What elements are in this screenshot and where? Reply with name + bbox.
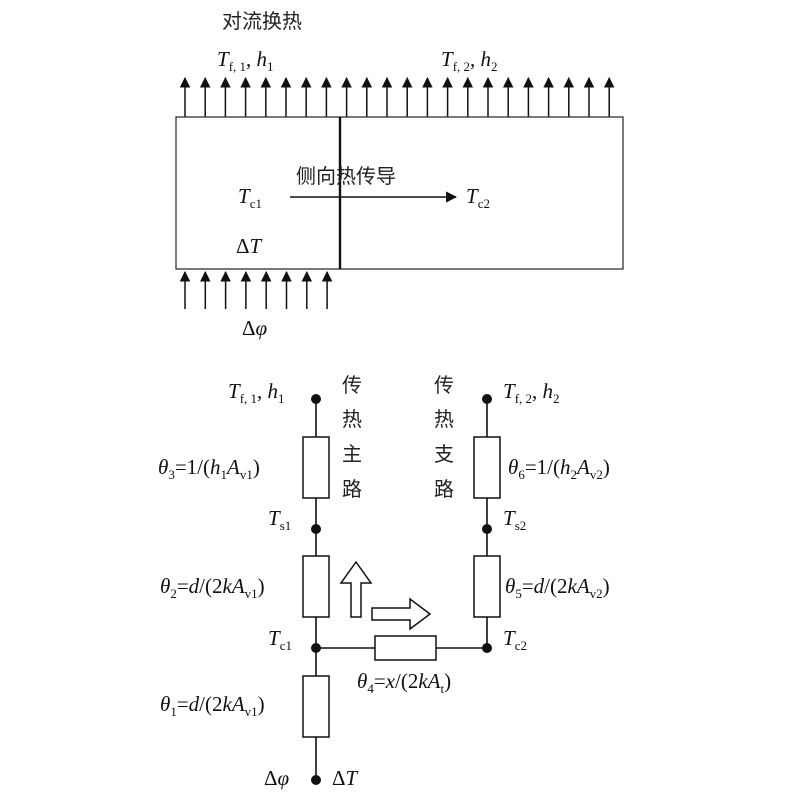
theta2-equation: θ2=d/(2kAv1) bbox=[160, 574, 265, 601]
branch-flow-arrow bbox=[371, 597, 432, 631]
svg-text:热: 热 bbox=[434, 407, 454, 431]
theta4-equation: θ4=x/(2kAt) bbox=[357, 669, 451, 696]
resistor-theta2 bbox=[302, 555, 330, 618]
delta-t-top-label: ΔT bbox=[236, 234, 263, 258]
svg-text:支: 支 bbox=[434, 442, 454, 466]
svg-text:主: 主 bbox=[342, 442, 362, 466]
node-ts2 bbox=[482, 524, 492, 534]
tf1-label: Tf, 1, h1 bbox=[217, 47, 274, 74]
plate-block bbox=[175, 116, 624, 270]
node-ts1 bbox=[311, 524, 321, 534]
circuit-tf1-label: Tf, 1, h1 bbox=[228, 379, 285, 406]
svg-text:路: 路 bbox=[434, 477, 454, 501]
resistor-theta5 bbox=[473, 555, 501, 618]
heat-flux-arrows bbox=[179, 270, 333, 309]
svg-text:传: 传 bbox=[342, 373, 362, 397]
resistor-theta1 bbox=[302, 675, 330, 738]
tc2-top-label: Tc2 bbox=[466, 184, 490, 211]
theta1-equation: θ1=d/(2kAv1) bbox=[160, 692, 265, 719]
resistor-theta6 bbox=[473, 436, 501, 499]
main-path-label: 传 热 主 路 bbox=[342, 373, 362, 501]
circuit-tf2-label: Tf, 2, h2 bbox=[503, 379, 560, 406]
tf2-label: Tf, 2, h2 bbox=[441, 47, 498, 74]
theta5-equation: θ5=d/(2kAv2) bbox=[505, 574, 610, 601]
main-path-flow-arrow bbox=[339, 560, 373, 618]
svg-text:传: 传 bbox=[434, 373, 454, 397]
node-tc1 bbox=[311, 643, 321, 653]
circuit-tc1-label: Tc1 bbox=[268, 626, 292, 653]
node-bottom bbox=[311, 775, 321, 785]
svg-text:路: 路 bbox=[342, 477, 362, 501]
node-tf1 bbox=[311, 394, 321, 404]
circuit-delta-phi-label: Δφ bbox=[264, 766, 290, 790]
theta6-equation: θ6=1/(h2Av2) bbox=[508, 455, 610, 482]
circuit-ts1-label: Ts1 bbox=[268, 506, 291, 533]
circuit-ts2-label: Ts2 bbox=[503, 506, 526, 533]
theta3-equation: θ3=1/(h1Av1) bbox=[158, 455, 260, 482]
branch-path-label: 传 热 支 路 bbox=[434, 373, 454, 501]
convection-arrows bbox=[179, 76, 615, 117]
node-tc2 bbox=[482, 643, 492, 653]
circuit-tc2-label: Tc2 bbox=[503, 626, 527, 653]
tc1-top-label: Tc1 bbox=[238, 184, 262, 211]
circuit-delta-t-label: ΔT bbox=[332, 766, 359, 790]
node-tf2 bbox=[482, 394, 492, 404]
lateral-conduction-label: 侧向热传导 bbox=[296, 164, 396, 188]
convection-title: 对流换热 bbox=[222, 9, 302, 33]
resistor-theta4 bbox=[374, 635, 437, 661]
delta-phi-top-label: Δφ bbox=[242, 316, 268, 340]
resistor-theta3 bbox=[302, 436, 330, 499]
svg-text:热: 热 bbox=[342, 407, 362, 431]
